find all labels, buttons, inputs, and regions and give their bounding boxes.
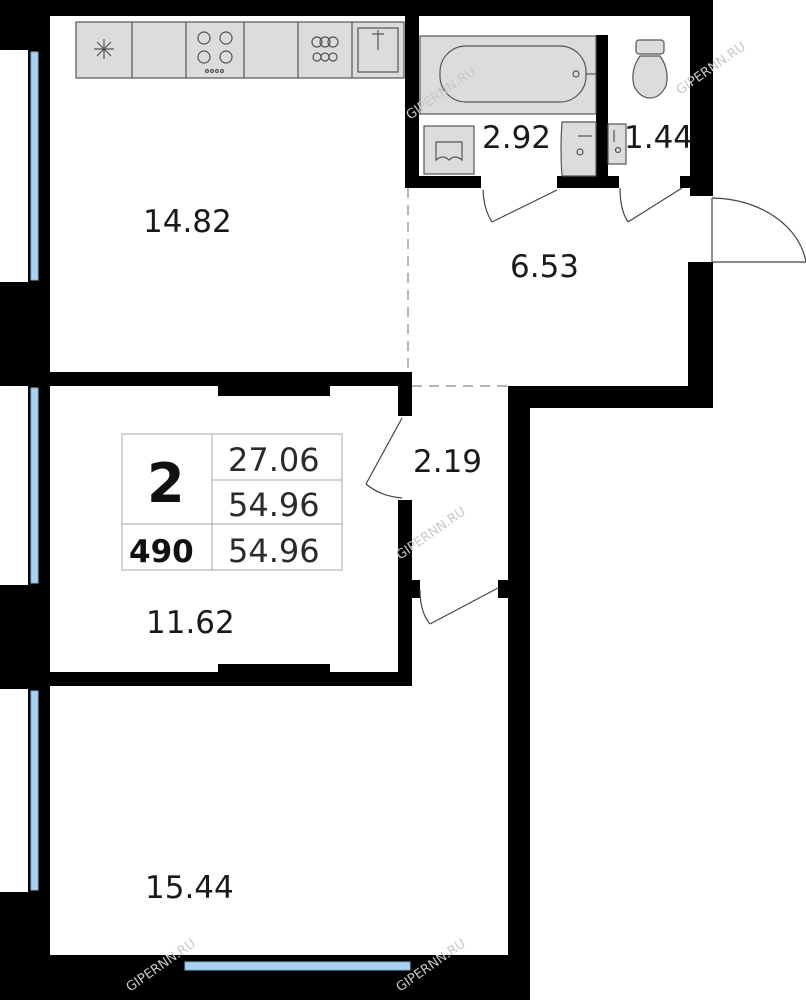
window-bedroom <box>30 387 39 584</box>
wall-bedroom-right <box>398 372 412 416</box>
outer-wall-right-upper <box>690 0 713 196</box>
bathroom-fixtures <box>419 35 597 177</box>
sink-icon <box>357 27 399 73</box>
toilet-area-label: 1.44 <box>624 120 693 156</box>
wall-thick-segment <box>218 386 330 396</box>
wall-bedroom-bottom <box>28 672 412 686</box>
summary-legend: 2 490 27.06 54.96 54.96 <box>121 433 343 571</box>
door-toilet-leaf <box>627 187 683 223</box>
door-bedroom-swing <box>365 483 403 499</box>
living-area-label: 15.44 <box>145 870 234 906</box>
door-bedroom-leaf <box>365 417 403 485</box>
washbasin-icon <box>560 121 597 177</box>
wall-bath-toilet-divider <box>596 35 608 188</box>
bathtub-icon <box>419 35 597 115</box>
outer-wall-top <box>28 0 713 16</box>
door-entrance-swing <box>711 197 806 263</box>
windows <box>30 51 411 971</box>
door-living-swing <box>419 589 431 625</box>
legend-box <box>121 433 343 571</box>
wall-pier <box>0 585 48 689</box>
washing-machine-icon <box>423 125 475 175</box>
living-area-value: 27.06 <box>228 441 320 479</box>
bathroom-area-label: 2.92 <box>482 120 551 156</box>
wall-bedroom-right <box>398 500 412 686</box>
wall-pier <box>0 282 48 386</box>
door-toilet-swing <box>619 187 629 223</box>
outer-wall-right-lower <box>508 386 530 1000</box>
washbasin-small-icon <box>607 123 627 165</box>
toilet-fixtures <box>607 39 668 165</box>
wall-toilet-bottom <box>680 176 694 188</box>
toilet-icon <box>632 39 668 99</box>
door-living-leaf <box>429 587 499 625</box>
wall-stub <box>498 580 508 598</box>
snowflake-icon <box>94 39 114 59</box>
stove-icon <box>197 31 233 74</box>
wall-hall-bottom <box>508 386 713 408</box>
wall-bath-bottom <box>557 176 619 188</box>
total-area-value: 54.96 <box>228 486 320 524</box>
window-kitchen <box>30 51 39 281</box>
room-labels: 14.82 2.92 1.44 6.53 2.19 11.62 15.44 <box>143 120 693 906</box>
kitchen-area-label: 14.82 <box>143 204 232 240</box>
kitchen-counter <box>75 21 405 79</box>
wall-bath-left <box>405 16 419 188</box>
zone-separators <box>407 188 508 387</box>
window-living-bottom <box>184 961 411 971</box>
wall-bedroom-top <box>28 372 412 386</box>
room-count: 2 <box>147 452 185 515</box>
corridor-area-label: 2.19 <box>413 444 482 480</box>
door-bathroom-swing <box>482 189 493 223</box>
walls <box>0 0 713 1000</box>
counter-cabinets <box>75 21 405 79</box>
apartment-number: 490 <box>129 534 194 570</box>
window-living <box>30 690 39 891</box>
wall-thick-segment <box>218 664 330 674</box>
wall-bath-bottom <box>405 176 481 188</box>
doors <box>365 187 806 625</box>
total-area-balcony-value: 54.96 <box>228 532 320 570</box>
outer-wall-right-middle <box>688 262 713 408</box>
wall-stub <box>410 580 420 598</box>
bedroom-area-label: 11.62 <box>146 605 235 641</box>
dishwasher-icon <box>311 36 339 62</box>
hall-area-label: 6.53 <box>510 249 579 285</box>
door-bathroom-leaf <box>491 189 558 223</box>
